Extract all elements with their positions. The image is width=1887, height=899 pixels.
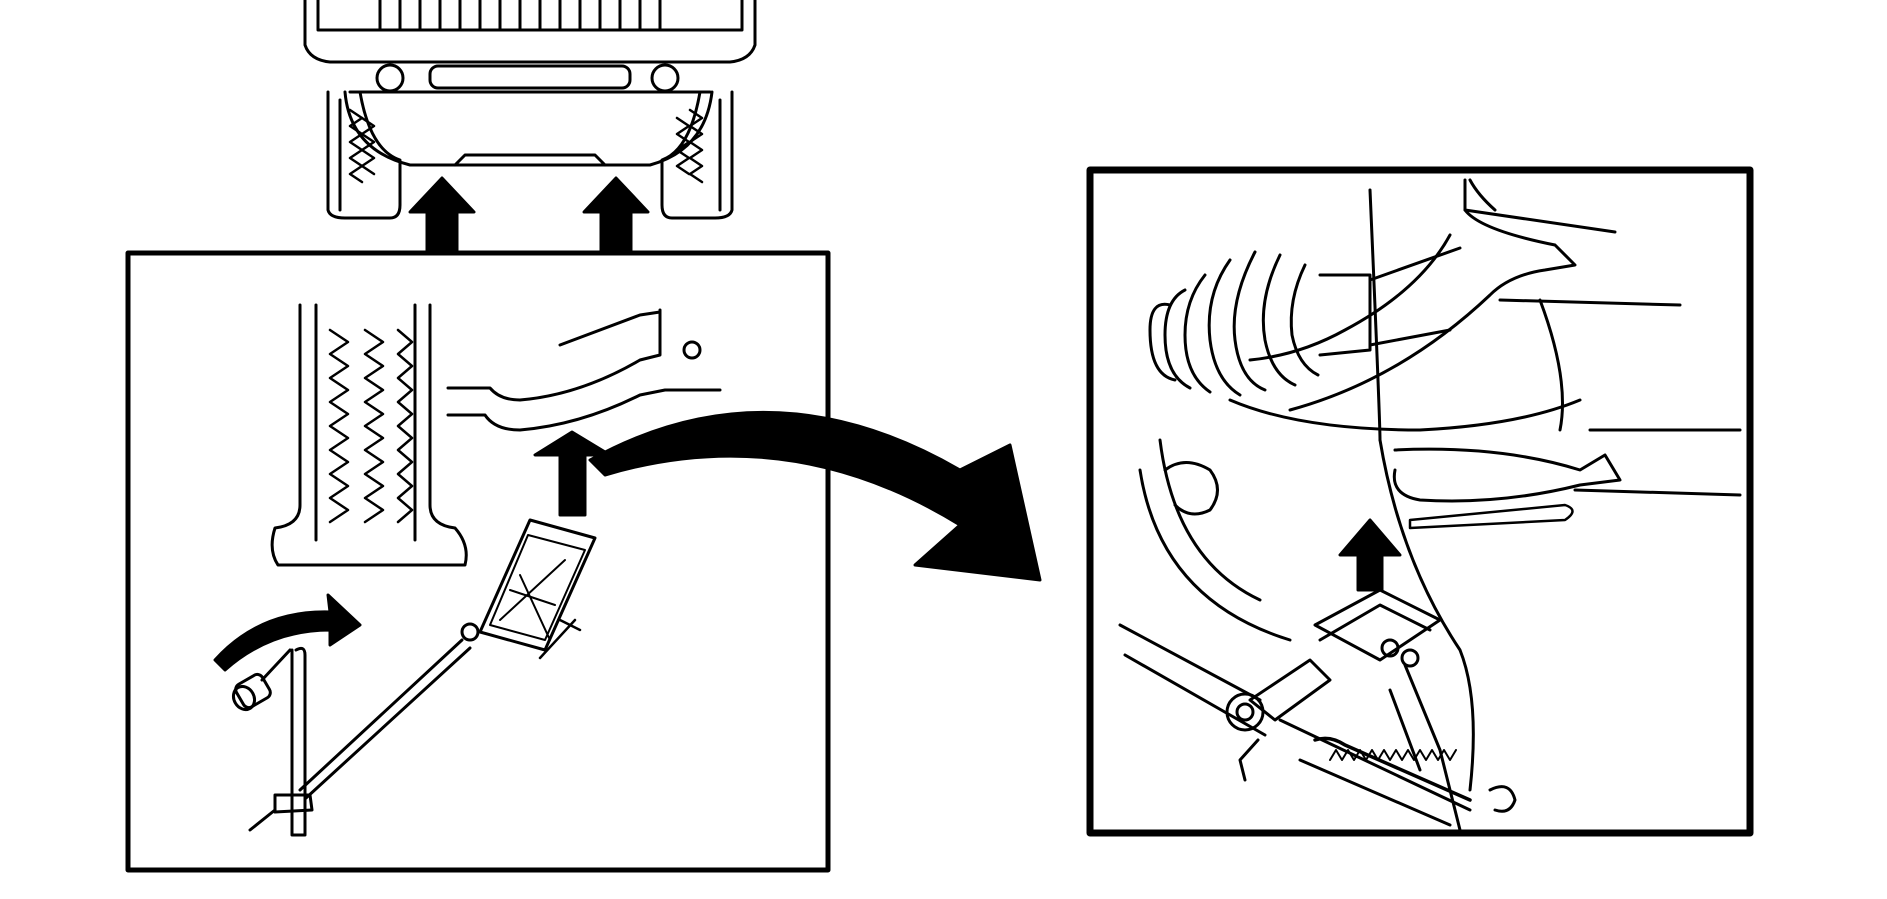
vehicle-underside-view (303, 0, 757, 220)
lift-arrow-2 (582, 176, 650, 255)
transition-arrow (588, 410, 1042, 582)
cv-boot (1148, 246, 1462, 397)
lift-arrow-right-panel (1338, 518, 1402, 592)
left-panel-tire (270, 303, 468, 567)
knuckle (1138, 188, 1475, 792)
right-panel-frame (1086, 166, 1754, 837)
scissor-jack-right (1118, 588, 1517, 832)
scissor-jack-left (460, 518, 597, 660)
rotation-arrow (213, 593, 362, 672)
suspension-arm (1228, 178, 1742, 530)
left-panel-body-sill (446, 308, 722, 432)
lift-arrow-left-panel (533, 430, 612, 517)
left-panel-frame (125, 250, 831, 873)
lift-arrow-1 (408, 176, 476, 255)
lift-arrows (408, 176, 650, 255)
jack-handle-left (231, 638, 472, 837)
